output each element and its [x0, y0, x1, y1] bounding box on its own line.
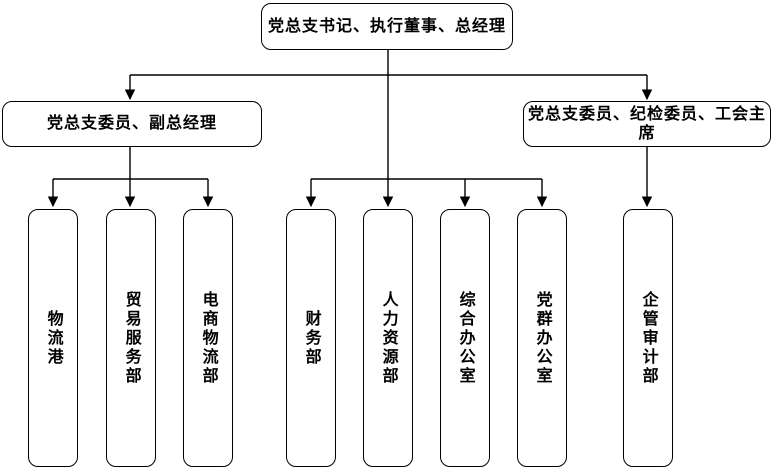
node-label: 综合办公室 [456, 290, 474, 386]
node-label: 电商物流部 [199, 290, 217, 386]
node-finance-dept: 财务部 [286, 209, 336, 467]
node-label: 物流港 [44, 309, 62, 367]
node-party-mass-office: 党群办公室 [517, 209, 567, 467]
node-committee-discipline-union: 党总支委员、纪检委员、工会主席 [523, 101, 771, 147]
node-party-secretary-gm: 党总支书记、执行董事、总经理 [261, 3, 513, 50]
node-committee-deputy-gm: 党总支委员、副总经理 [2, 101, 262, 147]
node-label: 贸易服务部 [122, 290, 140, 386]
node-audit-dept: 企管审计部 [623, 209, 673, 467]
node-label: 企管审计部 [639, 290, 657, 386]
node-label: 人力资源部 [379, 290, 397, 386]
node-label: 党群办公室 [533, 290, 551, 386]
node-label: 财务部 [302, 309, 320, 367]
node-general-office: 综合办公室 [440, 209, 490, 467]
node-ecommerce-logistics-dept: 电商物流部 [183, 209, 233, 467]
node-trade-service-dept: 贸易服务部 [106, 209, 156, 467]
node-hr-dept: 人力资源部 [363, 209, 413, 467]
node-logistics-port: 物流港 [28, 209, 78, 467]
